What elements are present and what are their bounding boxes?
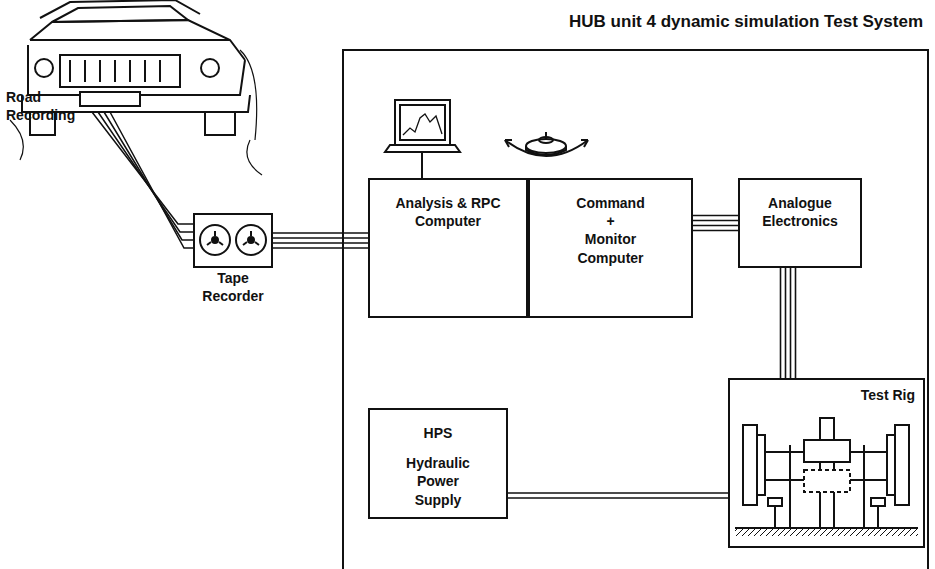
monitor-screen [385,100,460,178]
tape-reels [200,225,266,255]
box-label: HPS [424,424,453,442]
box-label: Analysis & RPC Computer [380,194,516,230]
box-label: Tape Recorder [165,269,301,305]
signal-bus [508,493,728,498]
signal-bus [693,216,738,231]
system-box: Analogue Electronics [738,178,862,268]
control-knob [505,132,588,156]
signal-bus [273,233,368,248]
system-box: Command + Monitor Computer [528,178,693,318]
system-box: Analysis & RPC Computer [368,178,528,318]
system-box: Test Rig [728,378,925,548]
diagram-title: HUB unit 4 dynamic simulation Test Syste… [569,12,923,32]
box-label: Analogue Electronics [750,194,850,230]
system-frame [343,50,928,569]
box-label: Command + Monitor Computer [540,194,681,267]
truck-illustration [10,0,262,175]
test-rig-drawing [735,418,918,536]
box-label: Hydraulic Power Supply [380,454,496,509]
system-box: Tape Recorder [193,213,273,268]
recording-wires [92,112,193,248]
road-recording-label: Road Recording [6,88,76,124]
box-label: Test Rig [861,386,915,404]
signal-bus [781,268,796,378]
system-box: HPS Hydraulic Power Supply [368,408,508,519]
